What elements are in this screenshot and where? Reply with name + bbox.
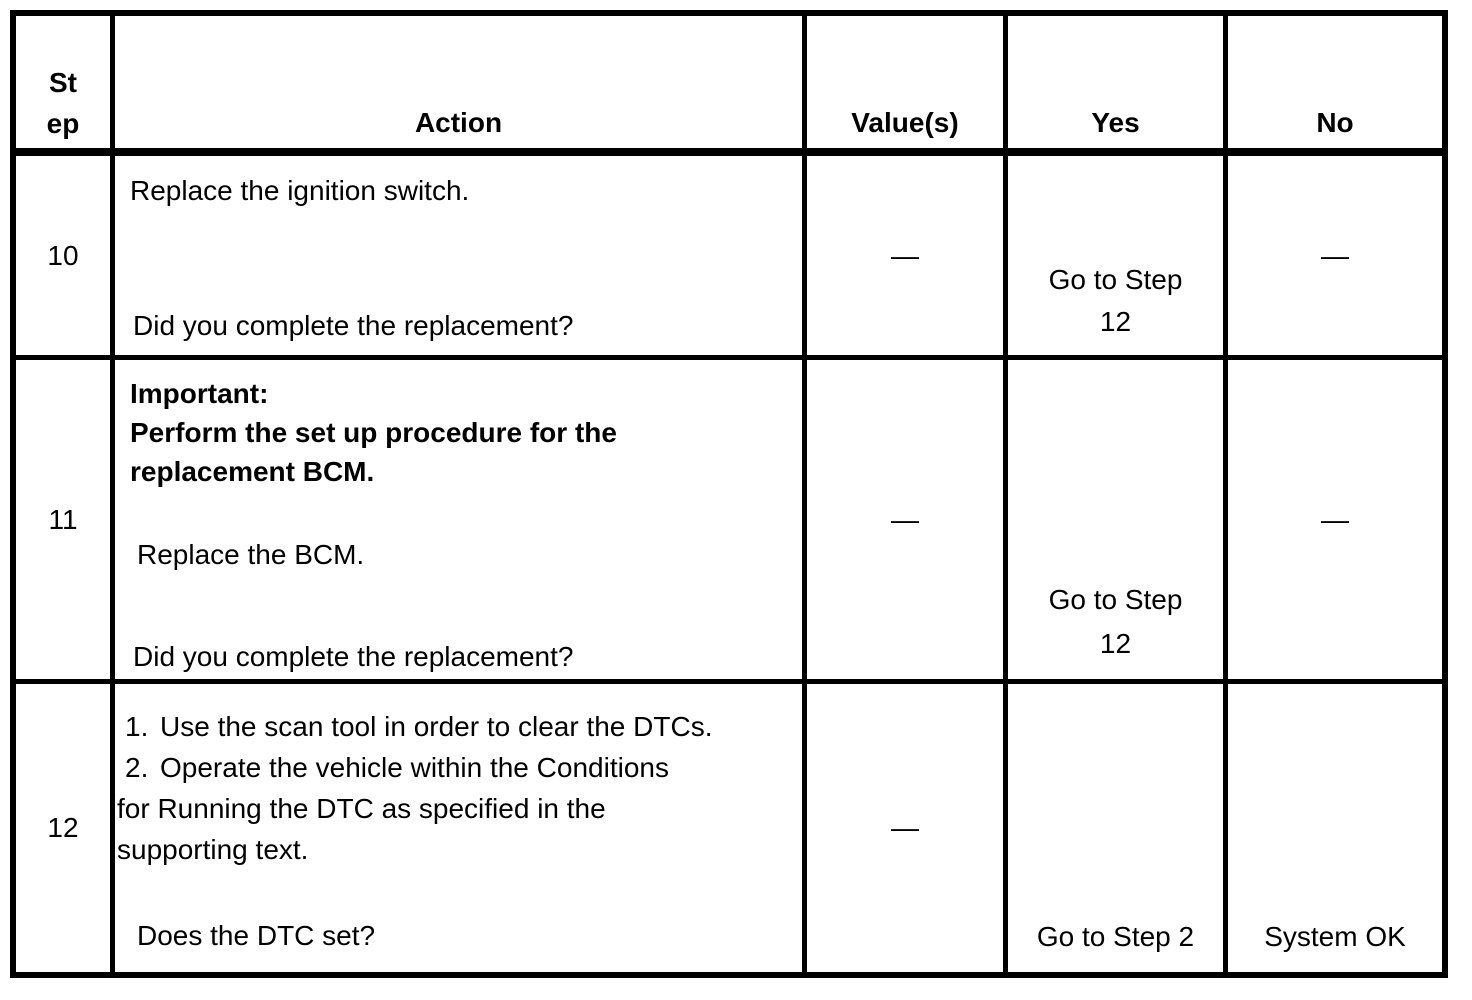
important-block: Important: Perform the set up procedure … bbox=[130, 374, 802, 491]
cell-no-11: — bbox=[1228, 360, 1442, 684]
cell-yes-10: Go to Step 12 bbox=[1008, 156, 1228, 360]
list-item-1-number: 1. bbox=[125, 711, 149, 742]
cell-yes-11: Go to Step 12 bbox=[1008, 360, 1228, 684]
header-cell-action: Action bbox=[115, 16, 807, 156]
cell-no-12: System OK bbox=[1228, 684, 1442, 972]
cell-action-10: Replace the ignition switch. Did you com… bbox=[115, 156, 807, 360]
yes-text-10-line1: Go to Step bbox=[1048, 264, 1183, 295]
yes-text-11-line2: 12 bbox=[1099, 628, 1132, 659]
action-question-12: Does the DTC set? bbox=[137, 920, 376, 951]
cell-no-10: — bbox=[1228, 156, 1442, 360]
cell-action-12: 1. Use the scan tool in order to clear th… bbox=[115, 684, 807, 972]
cell-values-10: — bbox=[807, 156, 1008, 360]
header-step-line1: St bbox=[49, 67, 77, 98]
cell-step-12: 12 bbox=[16, 684, 115, 972]
list-item-2-text: Operate the vehicle within the Condition… bbox=[160, 752, 669, 783]
diagnostic-table: St ep Action Value(s) Yes No 10 Replace … bbox=[10, 10, 1448, 978]
cell-values-11: — bbox=[807, 360, 1008, 684]
header-step-line2: ep bbox=[46, 108, 80, 139]
list-item-2: 2. Operate the vehicle within the Conditi… bbox=[125, 747, 802, 788]
cell-action-11: Important: Perform the set up procedure … bbox=[115, 360, 807, 684]
cell-step-11: 11 bbox=[16, 360, 115, 684]
header-cell-no: No bbox=[1228, 16, 1442, 156]
yes-text-12: Go to Step 2 bbox=[1036, 921, 1195, 952]
action-question-10: Did you complete the replacement? bbox=[133, 310, 574, 341]
yes-text-10-line2: 12 bbox=[1099, 306, 1132, 337]
cell-yes-12: Go to Step 2 bbox=[1008, 684, 1228, 972]
header-cell-values: Value(s) bbox=[807, 16, 1008, 156]
yes-text-11-line1: Go to Step bbox=[1048, 584, 1183, 615]
list-continuation-line2: supporting text. bbox=[117, 834, 309, 865]
list-item-1-text: Use the scan tool in order to clear the … bbox=[160, 711, 713, 742]
action-instruction-11: Replace the BCM. bbox=[137, 539, 365, 570]
list-item-2-number: 2. bbox=[125, 752, 149, 783]
list-item-1: 1. Use the scan tool in order to clear th… bbox=[125, 706, 802, 747]
header-cell-yes: Yes bbox=[1008, 16, 1228, 156]
action-instruction-10: Replace the ignition switch. bbox=[130, 175, 470, 206]
cell-step-10: 10 bbox=[16, 156, 115, 360]
important-line1: Perform the set up procedure for the bbox=[130, 417, 617, 448]
header-cell-step: St ep bbox=[16, 16, 115, 156]
cell-values-12: — bbox=[807, 684, 1008, 972]
important-label: Important: bbox=[130, 378, 269, 409]
action-question-11: Did you complete the replacement? bbox=[133, 641, 574, 672]
no-text-12: System OK bbox=[1264, 921, 1406, 952]
list-continuation-line1: for Running the DTC as specified in the bbox=[117, 793, 606, 824]
important-line2: replacement BCM. bbox=[130, 456, 375, 487]
